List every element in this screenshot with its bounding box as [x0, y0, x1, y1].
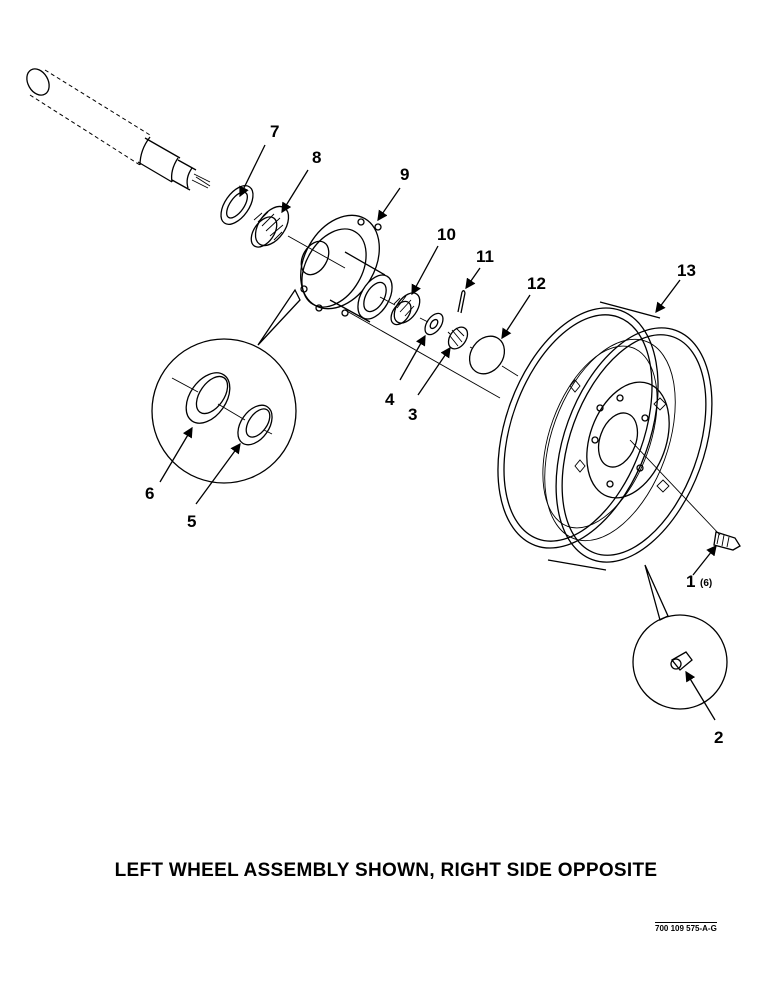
seal	[220, 185, 254, 225]
callout-1-quantity: (6)	[700, 578, 712, 589]
grease-fitting-detail	[632, 564, 728, 710]
cotter-pin	[457, 290, 466, 314]
hub	[300, 214, 393, 323]
wheel-rim	[497, 301, 721, 571]
outer-bearing-cone	[390, 292, 421, 326]
diagram-caption: LEFT WHEEL ASSEMBLY SHOWN, RIGHT SIDE OP…	[114, 860, 658, 881]
spindle	[26, 68, 211, 191]
castle-nut	[447, 326, 469, 350]
document-number: 700 109 575-A-G	[655, 922, 717, 933]
callout-12: 12	[527, 274, 546, 293]
inner-bearing-cone	[250, 205, 290, 248]
callout-4: 4	[385, 390, 395, 409]
callout-10: 10	[437, 225, 456, 244]
callout-3: 3	[408, 405, 417, 424]
washer	[424, 312, 444, 336]
callout-9: 9	[400, 165, 409, 184]
cup-detail	[151, 288, 301, 484]
wheel-bolt	[713, 531, 741, 551]
dust-cap	[468, 335, 506, 375]
callout-2: 2	[714, 728, 723, 747]
callout-13: 13	[677, 261, 696, 280]
leader-arrows	[159, 144, 717, 721]
callout-5: 5	[187, 512, 196, 531]
callout-1: 1	[686, 572, 695, 591]
callout-8: 8	[312, 148, 321, 167]
callout-7: 7	[270, 122, 279, 141]
callout-6: 6	[145, 484, 154, 503]
callout-11: 11	[476, 247, 494, 266]
